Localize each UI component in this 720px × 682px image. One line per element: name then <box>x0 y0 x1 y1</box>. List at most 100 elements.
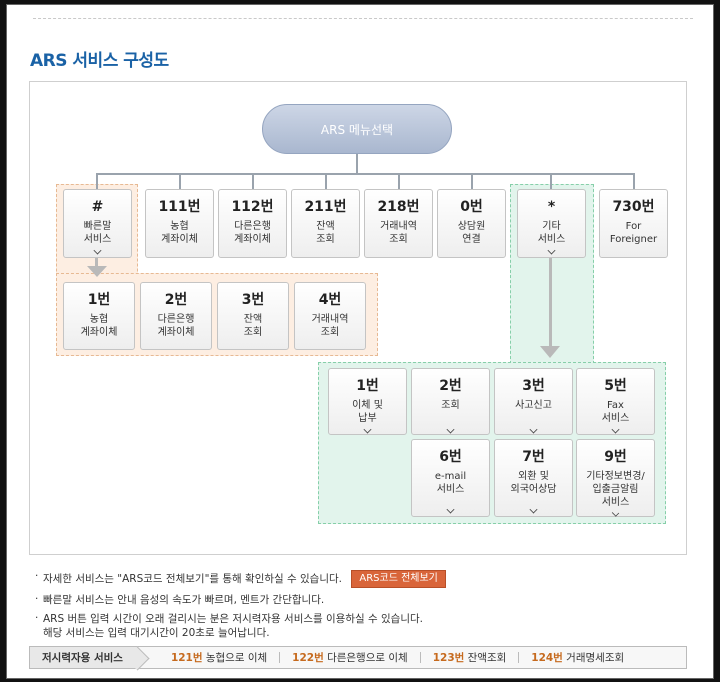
divider <box>419 652 421 663</box>
chevron-down-icon <box>446 425 455 434</box>
note-item: ARS 버튼 입력 시간이 오래 걸리시는 분은 저시력자용 서비스를 이용하실… <box>35 611 446 626</box>
quick-box-2[interactable]: 2번 다른은행 계좌이체 <box>140 282 212 350</box>
menu-number: 0번 <box>460 199 483 215</box>
connector <box>96 173 634 175</box>
menu-desc: 사고신고 <box>515 400 552 411</box>
divider <box>279 652 281 663</box>
menu-box-etc[interactable]: * 기타 서비스 <box>517 189 586 258</box>
menu-number: 730번 <box>612 199 655 215</box>
menu-number: 218번 <box>377 199 420 215</box>
connector <box>550 173 552 189</box>
notes-list: 자세한 서비스는 "ARS코드 전체보기"를 통해 확인하실 수 있습니다. A… <box>35 569 446 640</box>
code-desc: 농협으로 이체 <box>202 652 268 664</box>
low-vision-label: 저시력자용 서비스 <box>30 647 137 668</box>
menu-desc: 빠른말 서비스 <box>83 221 112 245</box>
menu-box-112[interactable]: 112번 다른은행 계좌이체 <box>218 189 287 258</box>
menu-desc: Fax 서비스 <box>601 400 630 424</box>
menu-number: 6번 <box>439 449 462 465</box>
connector <box>356 154 358 174</box>
chevron-down-icon <box>363 425 372 434</box>
etc-box-1[interactable]: 1번 이체 및 납부 <box>328 368 407 435</box>
code: 122번 <box>292 652 324 664</box>
etc-box-6[interactable]: 6번 e-mail 서비스 <box>411 439 490 517</box>
menu-desc: 다른은행 계좌이체 <box>157 314 195 338</box>
chevron-down-icon <box>446 505 455 514</box>
low-vision-item: 122번 다른은행으로 이체 <box>280 650 420 665</box>
menu-desc: 농협 계좌이체 <box>80 314 118 338</box>
chevron-down-icon <box>529 505 538 514</box>
note-item: 자세한 서비스는 "ARS코드 전체보기"를 통해 확인하실 수 있습니다. A… <box>35 569 446 588</box>
connector <box>95 258 98 266</box>
menu-number: # <box>91 199 104 215</box>
connector <box>96 173 98 189</box>
menu-number: 111번 <box>158 199 201 215</box>
menu-number: 211번 <box>304 199 347 215</box>
code: 123번 <box>432 652 465 664</box>
etc-box-5[interactable]: 5번 Fax 서비스 <box>576 368 655 435</box>
menu-box-218[interactable]: 218번 거래내역 조회 <box>364 189 433 258</box>
ars-code-view-button[interactable]: ARS코드 전체보기 <box>351 570 446 588</box>
connector <box>549 258 552 346</box>
menu-number: 2번 <box>439 378 462 394</box>
menu-desc: 잔액 조회 <box>243 314 263 338</box>
menu-number: 9번 <box>604 449 627 465</box>
connector <box>179 173 181 189</box>
menu-box-quick[interactable]: # 빠른말 서비스 <box>63 189 132 258</box>
menu-desc: 거래내역 조회 <box>311 314 349 338</box>
code-desc: 거래명세조회 <box>562 652 625 664</box>
menu-box-111[interactable]: 111번 농협 계좌이체 <box>145 189 214 258</box>
connector <box>398 173 400 189</box>
low-vision-item: 121번 농협으로 이체 <box>159 650 279 665</box>
code: 121번 <box>170 652 203 664</box>
quick-box-1[interactable]: 1번 농협 계좌이체 <box>63 282 135 350</box>
menu-number: * <box>547 199 556 215</box>
connector <box>325 173 327 189</box>
menu-number: 7번 <box>522 449 545 465</box>
quick-box-4[interactable]: 4번 거래내역 조회 <box>294 282 366 350</box>
menu-desc: 거래내역 조회 <box>380 221 417 245</box>
chevron-down-icon <box>611 425 620 434</box>
down-arrow-icon <box>540 346 560 358</box>
etc-box-2[interactable]: 2번 조회 <box>411 368 490 435</box>
connector <box>252 173 254 189</box>
menu-box-0[interactable]: 0번 상담원 연결 <box>437 189 506 258</box>
note-text: ARS 버튼 입력 시간이 오래 걸리시는 분은 저시력자용 서비스를 이용하실… <box>43 613 423 625</box>
menu-box-730[interactable]: 730번 For Foreigner <box>599 189 668 258</box>
quick-box-3[interactable]: 3번 잔액 조회 <box>217 282 289 350</box>
menu-number: 1번 <box>87 292 111 308</box>
divider <box>33 18 693 19</box>
note-text: 빠른말 서비스는 안내 음성의 속도가 빠르며, 멘트가 간단합니다. <box>43 594 325 606</box>
etc-box-7[interactable]: 7번 외환 및 외국어상담 <box>494 439 573 517</box>
menu-box-211[interactable]: 211번 잔액 조회 <box>291 189 360 258</box>
menu-desc: 기타정보변경/ 입출금알림 서비스 <box>586 471 645 508</box>
low-vision-item: 123번 잔액조회 <box>421 650 519 665</box>
connector <box>633 173 635 189</box>
etc-box-3[interactable]: 3번 사고신고 <box>494 368 573 435</box>
code: 124번 <box>531 652 563 664</box>
connector <box>471 173 473 189</box>
menu-desc: 외환 및 외국어상담 <box>510 471 557 495</box>
code-desc: 다른은행으로 이체 <box>323 652 408 664</box>
chevron-down-icon <box>529 425 538 434</box>
menu-desc: 상담원 연결 <box>457 221 486 245</box>
menu-number: 5번 <box>604 378 627 394</box>
menu-desc: 조회 <box>441 400 460 411</box>
menu-desc: 농협 계좌이체 <box>161 221 198 245</box>
menu-number: 1번 <box>356 378 379 394</box>
chevron-down-icon <box>93 246 102 255</box>
etc-box-9[interactable]: 9번 기타정보변경/ 입출금알림 서비스 <box>576 439 655 517</box>
menu-number: 2번 <box>164 292 188 308</box>
menu-number: 4번 <box>318 292 342 308</box>
menu-number: 3번 <box>241 292 265 308</box>
menu-desc: 다른은행 계좌이체 <box>234 221 271 245</box>
down-arrow-icon <box>87 266 107 277</box>
note-text-cont: 해당 서비스는 입력 대기시간이 20초로 늘어납니다. <box>43 627 270 639</box>
note-item: 빠른말 서비스는 안내 음성의 속도가 빠르며, 멘트가 간단합니다. <box>35 592 446 607</box>
menu-desc: For Foreigner <box>609 221 658 245</box>
menu-desc: 이체 및 납부 <box>352 400 383 424</box>
menu-number: 3번 <box>522 378 545 394</box>
menu-number: 112번 <box>231 199 274 215</box>
low-vision-item: 124번 거래명세조회 <box>519 650 636 665</box>
page-title: ARS 서비스 구성도 <box>30 51 169 71</box>
menu-desc: e-mail 서비스 <box>434 471 467 495</box>
